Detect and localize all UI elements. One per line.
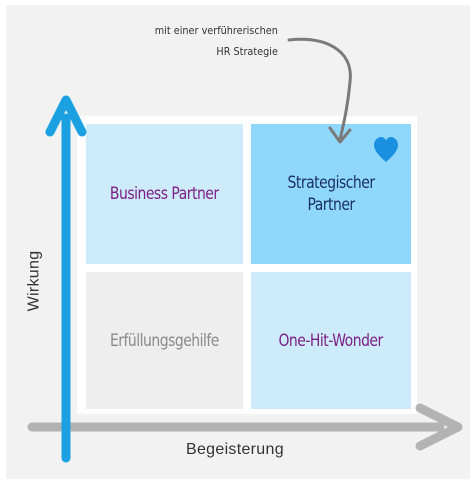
heart-icon [374, 137, 398, 162]
quadrant-one-hit-wonder: One-Hit-Wonder [251, 272, 411, 409]
quadrant-label-line-1: Strategischer [287, 173, 375, 193]
y-axis-arrow [45, 95, 87, 463]
annotation-text: mit einer verführerischen HR Strategie [155, 20, 278, 62]
quadrant-label-line-2: Partner [307, 195, 355, 215]
x-axis-arrow [27, 403, 463, 451]
y-axis-label: Wirkung [25, 250, 43, 312]
quadrant-business-partner: Business Partner [86, 124, 243, 264]
annotation-arrow [287, 37, 352, 144]
quadrant-label-one-hit-wonder: One-Hit-Wonder [278, 330, 384, 351]
quadrant-label-strategischer-partner: Strategischer Partner [287, 172, 375, 216]
quadrant-erfuellungsgehilfe: Erfüllungsgehilfe [86, 272, 243, 409]
annotation-line-1: mit einer verführerischen [154, 24, 278, 37]
quadrant-label-business-partner: Business Partner [110, 184, 219, 204]
annotation-line-2: HR Strategie [216, 45, 278, 58]
x-axis-label: Begeisterung [186, 441, 284, 458]
quadrant-label-erfuellungsgehilfe: Erfüllungsgehilfe [110, 330, 219, 351]
